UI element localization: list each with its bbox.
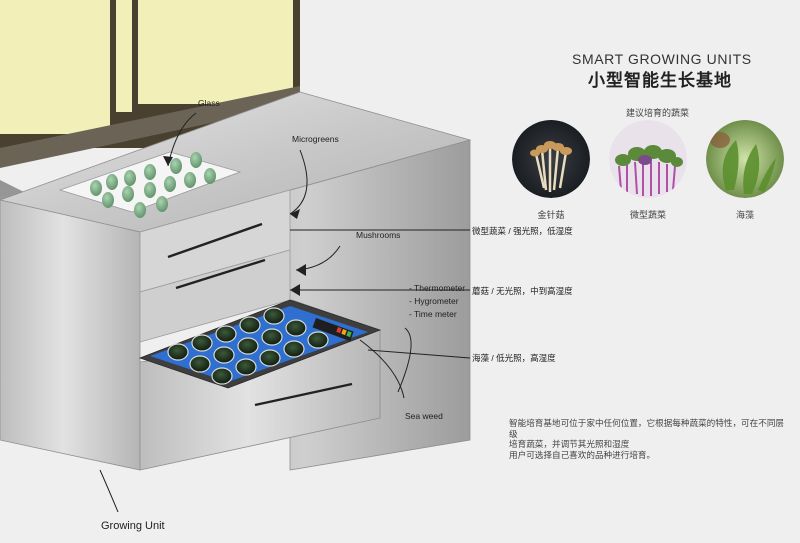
photo-caption: 微型蔬菜 — [629, 210, 666, 220]
seaweed-plant — [237, 337, 259, 355]
label-microgreens: Microgreens — [292, 134, 339, 144]
seaweed-plant — [215, 325, 237, 343]
layer-line-3 — [367, 349, 471, 359]
sensor-panel[interactable] — [312, 318, 354, 342]
microgreen-pod — [144, 164, 156, 180]
label-growing-unit: Growing Unit — [101, 520, 165, 532]
label-mushrooms: Mushrooms — [356, 230, 401, 240]
photo-caption: 金针菇 — [537, 210, 565, 220]
seaweed-plant — [211, 367, 233, 385]
window-background — [0, 0, 300, 168]
cabinet-front — [0, 199, 141, 471]
microgreens-pointer — [289, 149, 308, 215]
label-time-meter: - Time meter — [409, 309, 457, 319]
photo-caption: 海藻 — [735, 210, 754, 220]
handle-2[interactable] — [175, 258, 266, 290]
title-english: SMART GROWING UNITS — [572, 51, 752, 67]
arrow-glass — [163, 156, 173, 166]
description: 智能培育基地可位于家中任何位置，它根据每种蔬菜的特性，可在不同层级 培育蔬菜，并… — [509, 418, 789, 460]
microgreen-pod — [170, 158, 182, 174]
microgreen-pods — [90, 152, 216, 218]
microgreen-pod — [122, 186, 134, 202]
seaweed-plant — [191, 334, 213, 352]
seaweed-plant — [285, 319, 307, 337]
layer-desc-mushrooms: 蘑菇 / 无光照，中到高湿度 — [472, 286, 573, 296]
seaweed-plant — [213, 346, 235, 364]
microgreen-pod — [90, 180, 102, 196]
microgreen-pod — [134, 202, 146, 218]
label-hygrometer: - Hygrometer — [409, 296, 459, 306]
seaweed-plant — [261, 328, 283, 346]
seaweed-plant — [167, 343, 189, 361]
arrow-microgreens — [290, 209, 300, 219]
sea-weed-pointer-2 — [359, 339, 405, 399]
seaweed-plant — [189, 355, 211, 373]
microgreen-pod — [164, 176, 176, 192]
microgreen-pod — [190, 152, 202, 168]
description-line: 用户可选择自己喜欢的品种进行培育。 — [509, 449, 656, 460]
title-chinese: 小型智能生长基地 — [588, 71, 732, 90]
seaweed-plant — [263, 307, 285, 325]
seaweed-photo — [706, 120, 784, 198]
seaweed-plant — [259, 349, 281, 367]
description-line: 智能培育基地可位于家中任何位置，它根据每种蔬菜的特性，可在不同层级 — [509, 418, 785, 439]
enoki-mushroom-photo — [512, 120, 590, 198]
label-sea-weed: Sea weed — [405, 411, 443, 421]
handle-3[interactable] — [254, 382, 353, 407]
microgreen-pod — [156, 196, 168, 212]
microgreen-pod — [124, 170, 136, 186]
seaweed-plant — [307, 331, 329, 349]
arrow-mushrooms — [296, 264, 306, 276]
layer-desc-seaweed: 海藻 / 低光照，高湿度 — [472, 353, 556, 363]
description-line: 培育蔬菜，并调节其光照和湿度 — [509, 439, 630, 449]
microgreens-photo — [609, 120, 687, 198]
microgreen-pod — [102, 192, 114, 208]
microgreen-pod — [144, 182, 156, 198]
handle-1[interactable] — [167, 222, 263, 259]
microgreen-pod — [184, 172, 196, 188]
seaweed-plant — [283, 340, 305, 358]
seaweed-plants — [167, 307, 329, 385]
microgreen-pod — [106, 174, 118, 190]
recommend-label: 建议培育的蔬菜 — [626, 108, 690, 118]
layer-desc-microgreens: 微型蔬菜 / 强光照，低湿度 — [472, 226, 573, 236]
seaweed-plant — [235, 358, 257, 376]
label-thermometer: - Thermometer — [409, 283, 466, 293]
label-glass: Glass — [198, 98, 220, 108]
growing-unit-pointer — [99, 469, 119, 513]
arrow-sensors — [290, 284, 300, 296]
seaweed-plant — [239, 316, 261, 334]
microgreen-pod — [204, 168, 216, 184]
sea-weed-pointer — [397, 327, 412, 393]
